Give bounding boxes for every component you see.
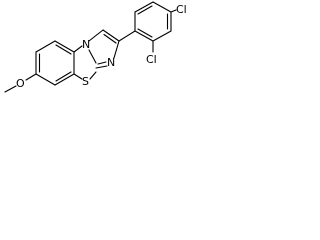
cl-top-bond	[170, 9, 177, 13]
aryl-link-bond	[118, 30, 136, 42]
atom-label-cl-side: Cl	[146, 53, 157, 66]
imidazole-bond-3	[113, 40, 120, 59]
atom-label-o: O	[16, 77, 25, 90]
phenyl-bond-6	[134, 30, 154, 42]
atom-label-s: S	[82, 75, 89, 88]
phenyl-bond-3	[152, 1, 172, 13]
benzene-bond-5b	[55, 71, 72, 82]
phenyl-bond-2	[134, 1, 154, 13]
thiazole-n-bond	[73, 45, 83, 53]
methyl-bond	[4, 85, 17, 93]
thiazole-s-bond	[73, 73, 83, 80]
imidazole-bond-2	[102, 29, 120, 42]
benzene-bond-2	[35, 40, 56, 53]
thiazole-n-c-bond	[88, 49, 97, 64]
benzene-bond-5	[54, 73, 75, 86]
benzene-bond-6	[35, 73, 56, 86]
imidazole-bond-4b	[97, 61, 107, 65]
phenyl-bond-5	[152, 30, 172, 42]
phenyl-bond-2b	[137, 5, 153, 15]
imidazole-bond-2b	[103, 33, 117, 44]
thiazole-s-c-bond	[89, 71, 97, 80]
atom-label-cl-top: Cl	[176, 3, 187, 16]
methoxy-o-bond	[25, 73, 37, 81]
benzene-bond-3	[54, 40, 75, 53]
chemical-structure-diagram: O N S N Cl Cl	[4, 1, 187, 93]
atom-label-n-top: N	[82, 38, 90, 51]
phenyl-bond-6b	[137, 28, 153, 38]
imidazole-bond-4	[95, 65, 108, 69]
atom-label-n-side: N	[107, 56, 115, 69]
imidazole-bond-1	[88, 29, 104, 42]
benzene-bond-3b	[55, 44, 72, 55]
